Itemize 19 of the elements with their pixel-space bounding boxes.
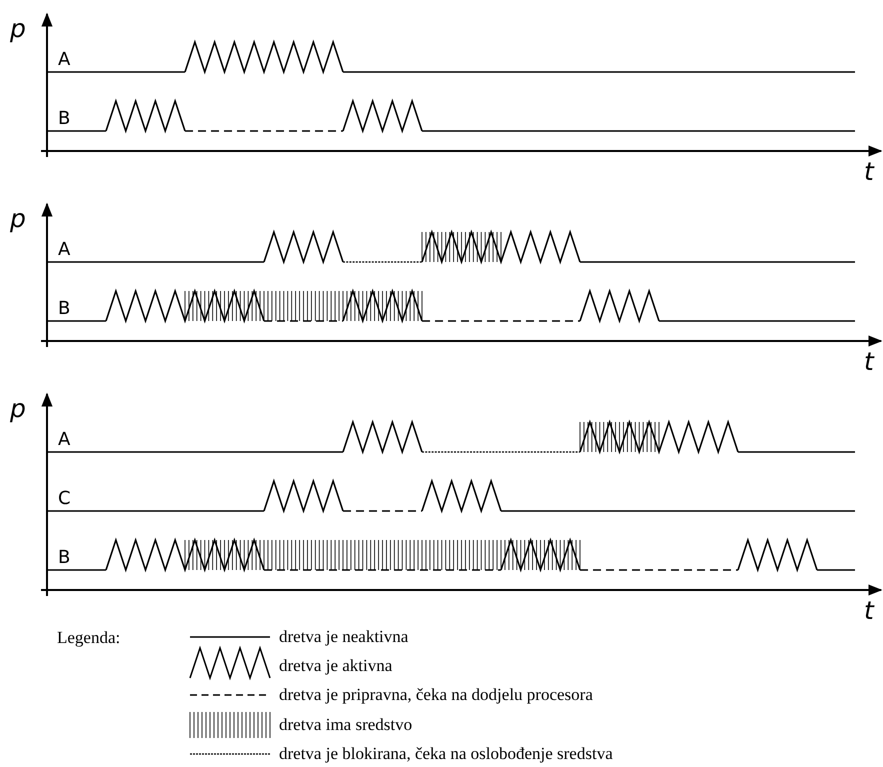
lane-label: C: [58, 490, 71, 508]
lane-label: A: [58, 51, 70, 69]
axis-label: t: [864, 159, 874, 184]
axis-label: p: [10, 16, 26, 41]
legend-text: dretva je pripravna, čeka na dodjelu procesora: [279, 686, 593, 703]
legend-text: dretva je neaktivna: [279, 628, 408, 645]
legend-text: dretva je blokirana, čeka na oslobođenje sredstva: [279, 745, 613, 762]
legend-text: dretva ima sredstvo: [279, 716, 412, 733]
legend-title: Legenda:: [57, 629, 120, 646]
lane-label: A: [58, 241, 70, 259]
axis-label: t: [864, 598, 874, 623]
lane-label: A: [58, 431, 70, 449]
lane-label: B: [58, 549, 70, 567]
legend-text: dretva je aktivna: [279, 657, 392, 674]
axis-label: p: [10, 206, 26, 231]
axis-label: p: [10, 396, 26, 421]
lane-label: B: [58, 300, 70, 318]
axis-label: t: [864, 349, 874, 374]
lane-label: B: [58, 110, 70, 128]
